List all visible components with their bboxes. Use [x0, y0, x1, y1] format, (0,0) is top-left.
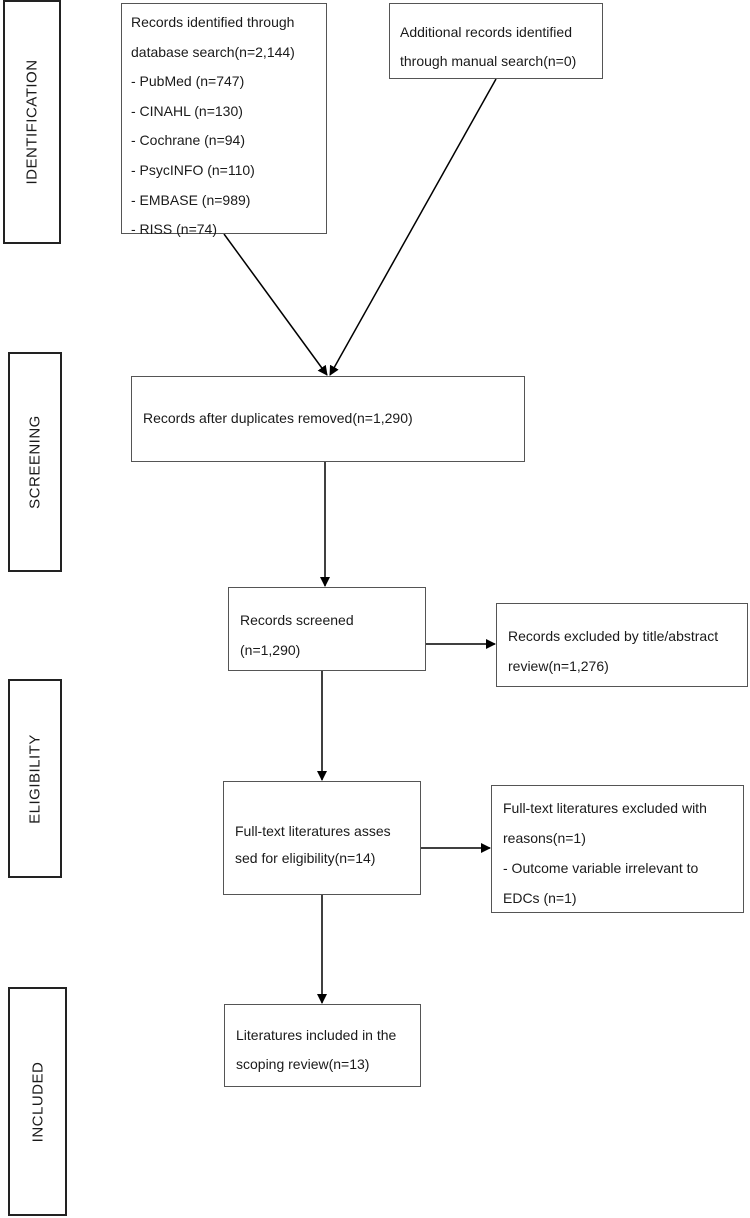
box-text-line: EDCs (n=1) — [503, 890, 577, 906]
source-pubmed: - PubMed (n=747) — [131, 73, 245, 90]
box-text-line: Records excluded by title/abstract — [508, 628, 719, 644]
box-text-line: (n=1,290) — [240, 642, 301, 658]
database-search-box: Records identified through database sear… — [121, 3, 327, 237]
stage-eligibility: ELIGIBILITY — [8, 679, 62, 878]
excluded-title-abstract-box: Records excluded by title/abstract revie… — [496, 603, 748, 687]
fulltext-assessed-box: Full-text literatures asses sed for elig… — [223, 781, 421, 895]
box-text-line: review(n=1,276) — [508, 658, 609, 674]
source-embase: - EMBASE (n=989) — [131, 191, 251, 208]
stage-label: SCREENING — [26, 415, 44, 509]
box-text-line: Additional records identified — [400, 24, 572, 40]
arrow-manual-to-dedup — [329, 78, 497, 376]
box-text-line: Records after duplicates removed(n=1,290… — [143, 410, 413, 426]
stage-label: ELIGIBILITY — [26, 733, 44, 824]
source-cochrane: - Cochrane (n=94) — [131, 132, 246, 149]
box-text-line: Records screened — [240, 612, 354, 628]
box-text-line: through manual search(n=0) — [400, 53, 577, 69]
excluded-fulltext-box: Full-text literatures excluded with reas… — [491, 785, 744, 913]
box-text-line: sed for eligibility(n=14) — [235, 850, 376, 866]
stage-label: INCLUDED — [29, 1061, 46, 1142]
manual-search-box: Additional records identified through ma… — [389, 3, 603, 79]
box-text-line: Full-text literatures asses — [235, 823, 391, 839]
box-text-line: database search(n=2,144) — [131, 43, 295, 60]
box-text-line: scoping review(n=13) — [236, 1056, 370, 1072]
source-cinahl: - CINAHL (n=130) — [131, 102, 243, 119]
box-text-line: - Outcome variable irrelevant to — [503, 860, 699, 876]
source-riss: - RISS (n=74) — [131, 221, 217, 238]
box-text-line: Literatures included in the — [236, 1027, 397, 1043]
box-text-line: Full-text literatures excluded with — [503, 800, 707, 816]
box-text-line: Records identified through — [131, 14, 295, 30]
stage-identification: IDENTIFICATION — [3, 0, 61, 244]
duplicates-removed-box: Records after duplicates removed(n=1,290… — [131, 376, 525, 462]
box-text-line: reasons(n=1) — [503, 830, 586, 846]
records-screened-box: Records screened (n=1,290) — [228, 587, 426, 671]
stage-label: IDENTIFICATION — [23, 59, 41, 185]
source-psycinfo: - PsycINFO (n=110) — [131, 161, 255, 178]
included-literatures-box: Literatures included in the scoping revi… — [224, 1004, 421, 1087]
stage-screening: SCREENING — [8, 352, 62, 572]
arrow-database-to-dedup — [223, 233, 328, 376]
stage-included: INCLUDED — [8, 987, 67, 1216]
